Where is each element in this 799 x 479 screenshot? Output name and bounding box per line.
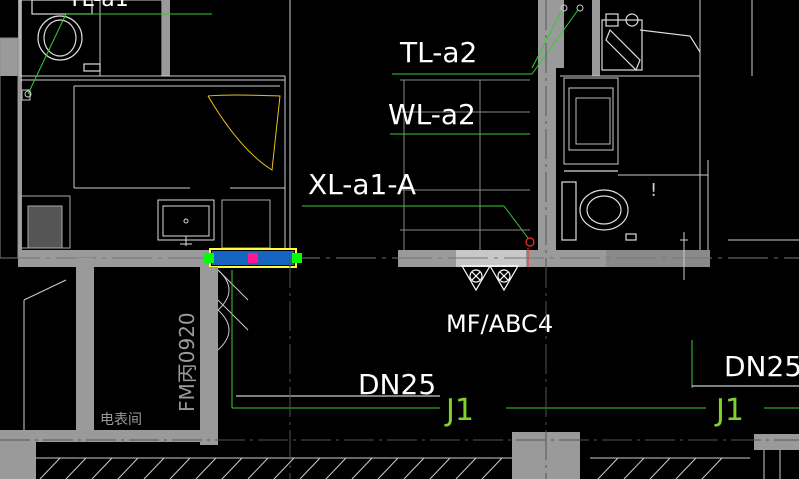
tl-a1-label: TL-a1 [67,0,129,12]
grip-point-icon[interactable] [292,253,302,263]
dashed-pipe [400,79,530,250]
mf-abc4-label: MF/ABC4 [446,310,553,338]
svg-text:!: ! [650,180,657,201]
right-edge [728,0,799,479]
pipe-riser-icon [24,90,32,98]
left-room [0,0,291,259]
toilet-icon [561,181,637,241]
toilet-icon [31,0,101,72]
pipe-riser-icon [576,4,584,12]
dn25-left-label: DN25 [358,368,436,401]
j1-right-label: J1 [714,393,744,428]
fm-door-label: FM丙0920 [175,312,199,412]
xl-a1-a-label: XL-a1-A [308,168,416,201]
grip-point-icon[interactable] [248,253,258,263]
lower-left-walls [0,258,249,479]
sink-icon [157,199,271,249]
dn25-right-label: DN25 [724,350,799,383]
floor-hatch [36,457,750,479]
valve-marker-icon [525,237,535,247]
sink-icon [601,13,701,72]
label-leaders [302,9,579,239]
tl-a1-diag [27,13,67,95]
right-bathroom: ! [538,0,709,280]
j1-pipe [231,270,799,409]
selected-pipe[interactable] [204,248,302,268]
pipe-riser-icon [560,4,568,12]
meter-room-label: 电表间 [100,412,142,428]
wl-a2-label: WL-a2 [388,98,476,131]
fire-extinguisher-icon [460,265,520,292]
tl-a2-label: TL-a2 [399,36,477,69]
grip-point-icon[interactable] [204,253,214,263]
door-swing-curve [207,94,281,171]
j1-left-label: J1 [444,393,474,428]
main-wall [0,250,799,267]
